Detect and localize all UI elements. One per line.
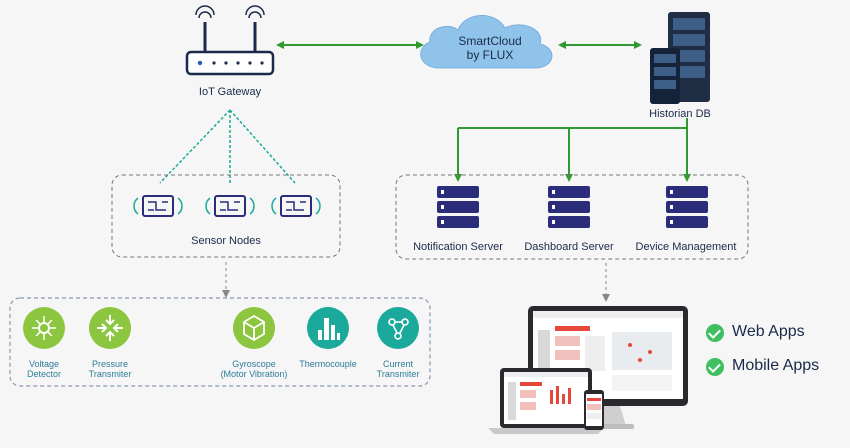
sensor-label: Thermocouple: [299, 359, 357, 369]
notification-server-label: Notification Server: [413, 241, 503, 253]
iot-gateway-label: IoT Gateway: [198, 86, 262, 98]
sensor-chip-icon: [133, 195, 183, 217]
thermocouple-icon: [307, 307, 349, 349]
sensor-nodes-label: Sensor Nodes: [191, 235, 261, 247]
voltage-detector-icon: [23, 307, 65, 349]
device-management-server-icon: [666, 186, 708, 228]
sensor-label: Gyroscope(Motor Vibration): [220, 359, 288, 379]
check-icon: [706, 358, 724, 376]
cloud-label-line1: SmartCloud: [458, 34, 522, 48]
servers-group: [395, 174, 749, 260]
db-server-links: [454, 118, 691, 182]
router-icon: [185, 5, 275, 76]
sensor-chip-icon: [271, 195, 321, 217]
web-apps-label: Web Apps: [732, 323, 805, 340]
cloud-label-line2: by FLUX: [466, 48, 514, 62]
sensor-nodes-group: [111, 174, 341, 258]
database-server-icon: [650, 12, 710, 104]
field-sensors-group: [9, 297, 431, 387]
dashboard-server-icon: [548, 186, 590, 228]
sensor-chip-icon: [205, 195, 255, 217]
gateway-sensor-links: [159, 109, 296, 184]
cloud-icon: [420, 15, 553, 69]
gyroscope-icon: [233, 307, 275, 349]
historian-db-label: Historian DB: [649, 108, 711, 120]
mobile-apps-label: Mobile Apps: [732, 357, 820, 374]
dashboard-server-label: Dashboard Server: [524, 241, 614, 253]
check-icon: [706, 324, 724, 342]
smartphone-icon: [584, 390, 604, 430]
current-transmitter-icon: [377, 307, 419, 349]
device-management-label: Device Management: [635, 241, 737, 253]
desktop-monitor-icon: [528, 306, 688, 429]
laptop-icon: [488, 368, 604, 434]
pressure-transmitter-icon: [89, 307, 131, 349]
notification-server-icon: [437, 186, 479, 228]
